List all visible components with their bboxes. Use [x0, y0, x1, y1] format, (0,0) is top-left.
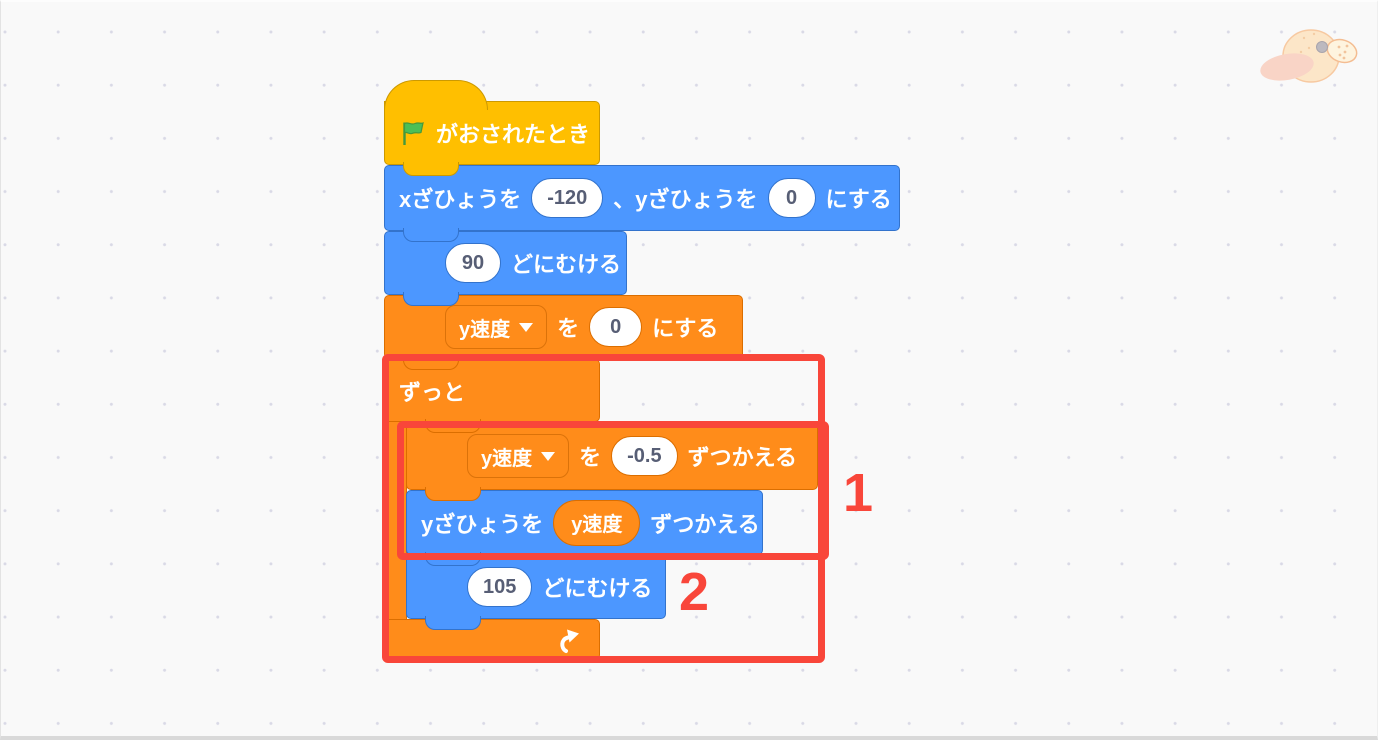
hat-dome	[384, 80, 488, 110]
variable-name: y速度	[571, 514, 623, 536]
block-label: ずつかえる	[687, 445, 797, 470]
set-value: 0	[610, 315, 622, 338]
block-set-variable[interactable]: y速度 を 0 にする	[384, 295, 743, 370]
block-label: がおされたとき	[436, 122, 591, 147]
direction-value: 90	[461, 251, 485, 274]
variable-name: y速度	[459, 318, 511, 341]
block-set-xy[interactable]: xざひょうを -120 、yざひょうを 0 にする	[384, 165, 900, 242]
set-value-input[interactable]: 0	[589, 307, 643, 347]
annotation-box-forever	[382, 354, 825, 663]
y-value-input[interactable]: 0	[767, 178, 816, 218]
block-connector-bump	[403, 162, 459, 176]
block-when-flag-clicked[interactable]: がおされたとき	[384, 80, 600, 176]
caret-down-icon	[519, 322, 534, 332]
block-label: を	[557, 316, 580, 341]
block-label: xざひょうを	[399, 187, 522, 212]
planet-icon	[1259, 22, 1365, 97]
annotation-box-1	[397, 421, 829, 560]
block-label: yざひょうを	[421, 511, 544, 537]
green-flag-icon	[399, 120, 426, 147]
block-label: にする	[652, 316, 719, 341]
block-connector-bump	[403, 228, 459, 242]
block-connector-bump	[425, 487, 481, 501]
change-value-input[interactable]: -0.5	[611, 436, 678, 476]
direction-input[interactable]: 105	[467, 567, 533, 607]
block-label: にする	[825, 187, 892, 212]
x-value: -120	[547, 186, 588, 209]
block-label: 、yざひょうを	[613, 187, 758, 212]
direction-value: 105	[483, 575, 517, 598]
block-label: どにむける	[542, 576, 653, 601]
variable-dropdown[interactable]: y速度	[467, 434, 570, 478]
annotation-number-2: 2	[679, 562, 710, 622]
block-label: ずつかえる	[650, 511, 760, 537]
block-connector-bump	[425, 616, 481, 630]
block-connector-bump	[403, 292, 459, 306]
y-value: 0	[785, 186, 798, 209]
annotation-number-1: 1	[843, 463, 874, 523]
loop-arrow-icon	[559, 626, 587, 656]
block-label: ずっと	[399, 379, 466, 405]
block-label: を	[579, 445, 602, 470]
change-value: -0.5	[627, 444, 662, 467]
block-label: どにむける	[511, 252, 622, 277]
direction-input[interactable]: 90	[445, 243, 501, 283]
x-value-input[interactable]: -120	[531, 178, 604, 218]
block-forever-bottom[interactable]	[384, 619, 600, 660]
block-change-variable[interactable]: y速度 を -0.5 ずつかえる	[406, 422, 818, 501]
variable-dropdown[interactable]: y速度	[445, 305, 548, 349]
variable-reporter[interactable]: y速度	[553, 499, 641, 546]
variable-name: y速度	[481, 447, 533, 470]
caret-down-icon	[541, 451, 556, 461]
